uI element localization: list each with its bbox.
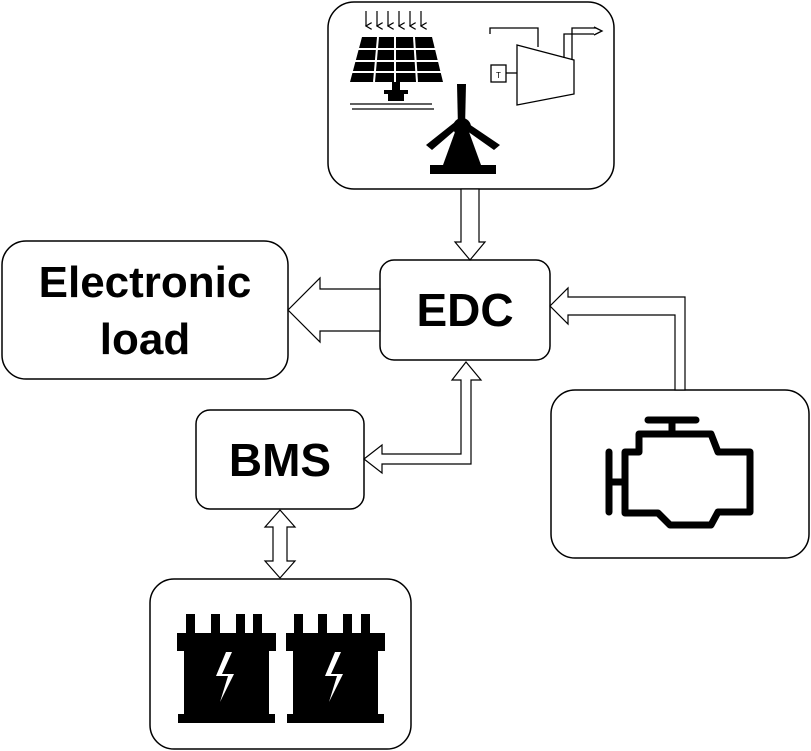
turbine-tag-label: T <box>496 71 501 80</box>
bms-edc-bidirectional-arrow <box>363 361 483 475</box>
sunlight-arrows-icon <box>366 11 421 26</box>
electronic-load-label-line1: Electronic <box>39 258 252 307</box>
bms-label: BMS <box>229 434 331 486</box>
electronic-load-label-line2: load <box>100 315 190 364</box>
sources-to-edc-arrow <box>453 188 487 261</box>
engine-box <box>550 389 810 559</box>
edc-label: EDC <box>416 284 513 336</box>
bms-battery-bidirectional-arrow <box>263 509 297 579</box>
edc-to-load-arrow <box>287 276 381 344</box>
solar-panel-icon <box>350 36 443 110</box>
engine-icon <box>605 416 754 529</box>
battery-icon <box>177 614 276 723</box>
engine-to-edc-arrow <box>549 286 686 391</box>
gas-turbine-icon: T <box>489 26 604 106</box>
wind-turbine-icon <box>426 84 500 174</box>
battery-icon <box>286 614 385 723</box>
